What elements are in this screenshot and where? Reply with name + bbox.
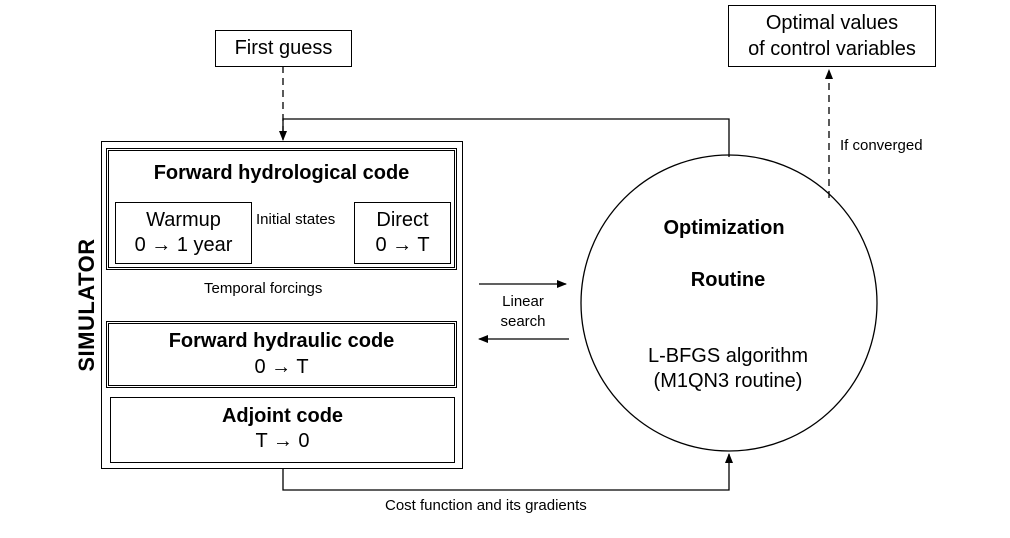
warmup-box: Warmup 0 → 1 year (115, 202, 252, 264)
optimal-values-line2: of control variables (748, 38, 916, 60)
direct-range: 0 → T (375, 234, 430, 256)
optimal-values-box: Optimal values of control variables (728, 5, 936, 67)
cost-function-line (282, 453, 733, 491)
m1qn3-label: (M1QN3 routine) (653, 370, 803, 392)
optimization-title: Optimization (663, 217, 785, 239)
optimization-circle (580, 154, 878, 452)
feedback-line (282, 118, 730, 157)
adjoint-code-box: Adjoint code T → 0 (110, 397, 455, 463)
first-guess-box: First guess (215, 30, 352, 67)
initial-states-label: Initial states (256, 211, 336, 228)
linear-search-line2: search (500, 313, 546, 330)
warmup-range: 0 → 1 year (134, 234, 233, 256)
first-guess-label: First guess (234, 37, 333, 59)
warmup-title: Warmup (146, 209, 221, 231)
adjoint-code-range: T → 0 (255, 430, 310, 452)
hydraulic-code-title: Forward hydraulic code (168, 330, 395, 352)
optimal-values-line1: Optimal values (765, 12, 899, 34)
if-converged-label: If converged (840, 137, 923, 154)
direct-box: Direct 0 → T (354, 202, 451, 264)
linear-search-line1: Linear (502, 293, 544, 310)
hydraulic-code-range: 0 → T (254, 356, 309, 378)
lbfgs-label: L-BFGS algorithm (647, 345, 809, 367)
temporal-forcings-label: Temporal forcings (204, 280, 323, 297)
routine-title: Routine (690, 269, 766, 291)
direct-title: Direct (376, 209, 429, 231)
hydraulic-code-box: Forward hydraulic code 0 → T (106, 321, 457, 388)
adjoint-code-title: Adjoint code (221, 405, 344, 427)
simulator-label: SIMULATOR (74, 238, 99, 372)
hydrological-code-title: Forward hydrological code (153, 162, 410, 184)
cost-function-label: Cost function and its gradients (385, 497, 587, 514)
